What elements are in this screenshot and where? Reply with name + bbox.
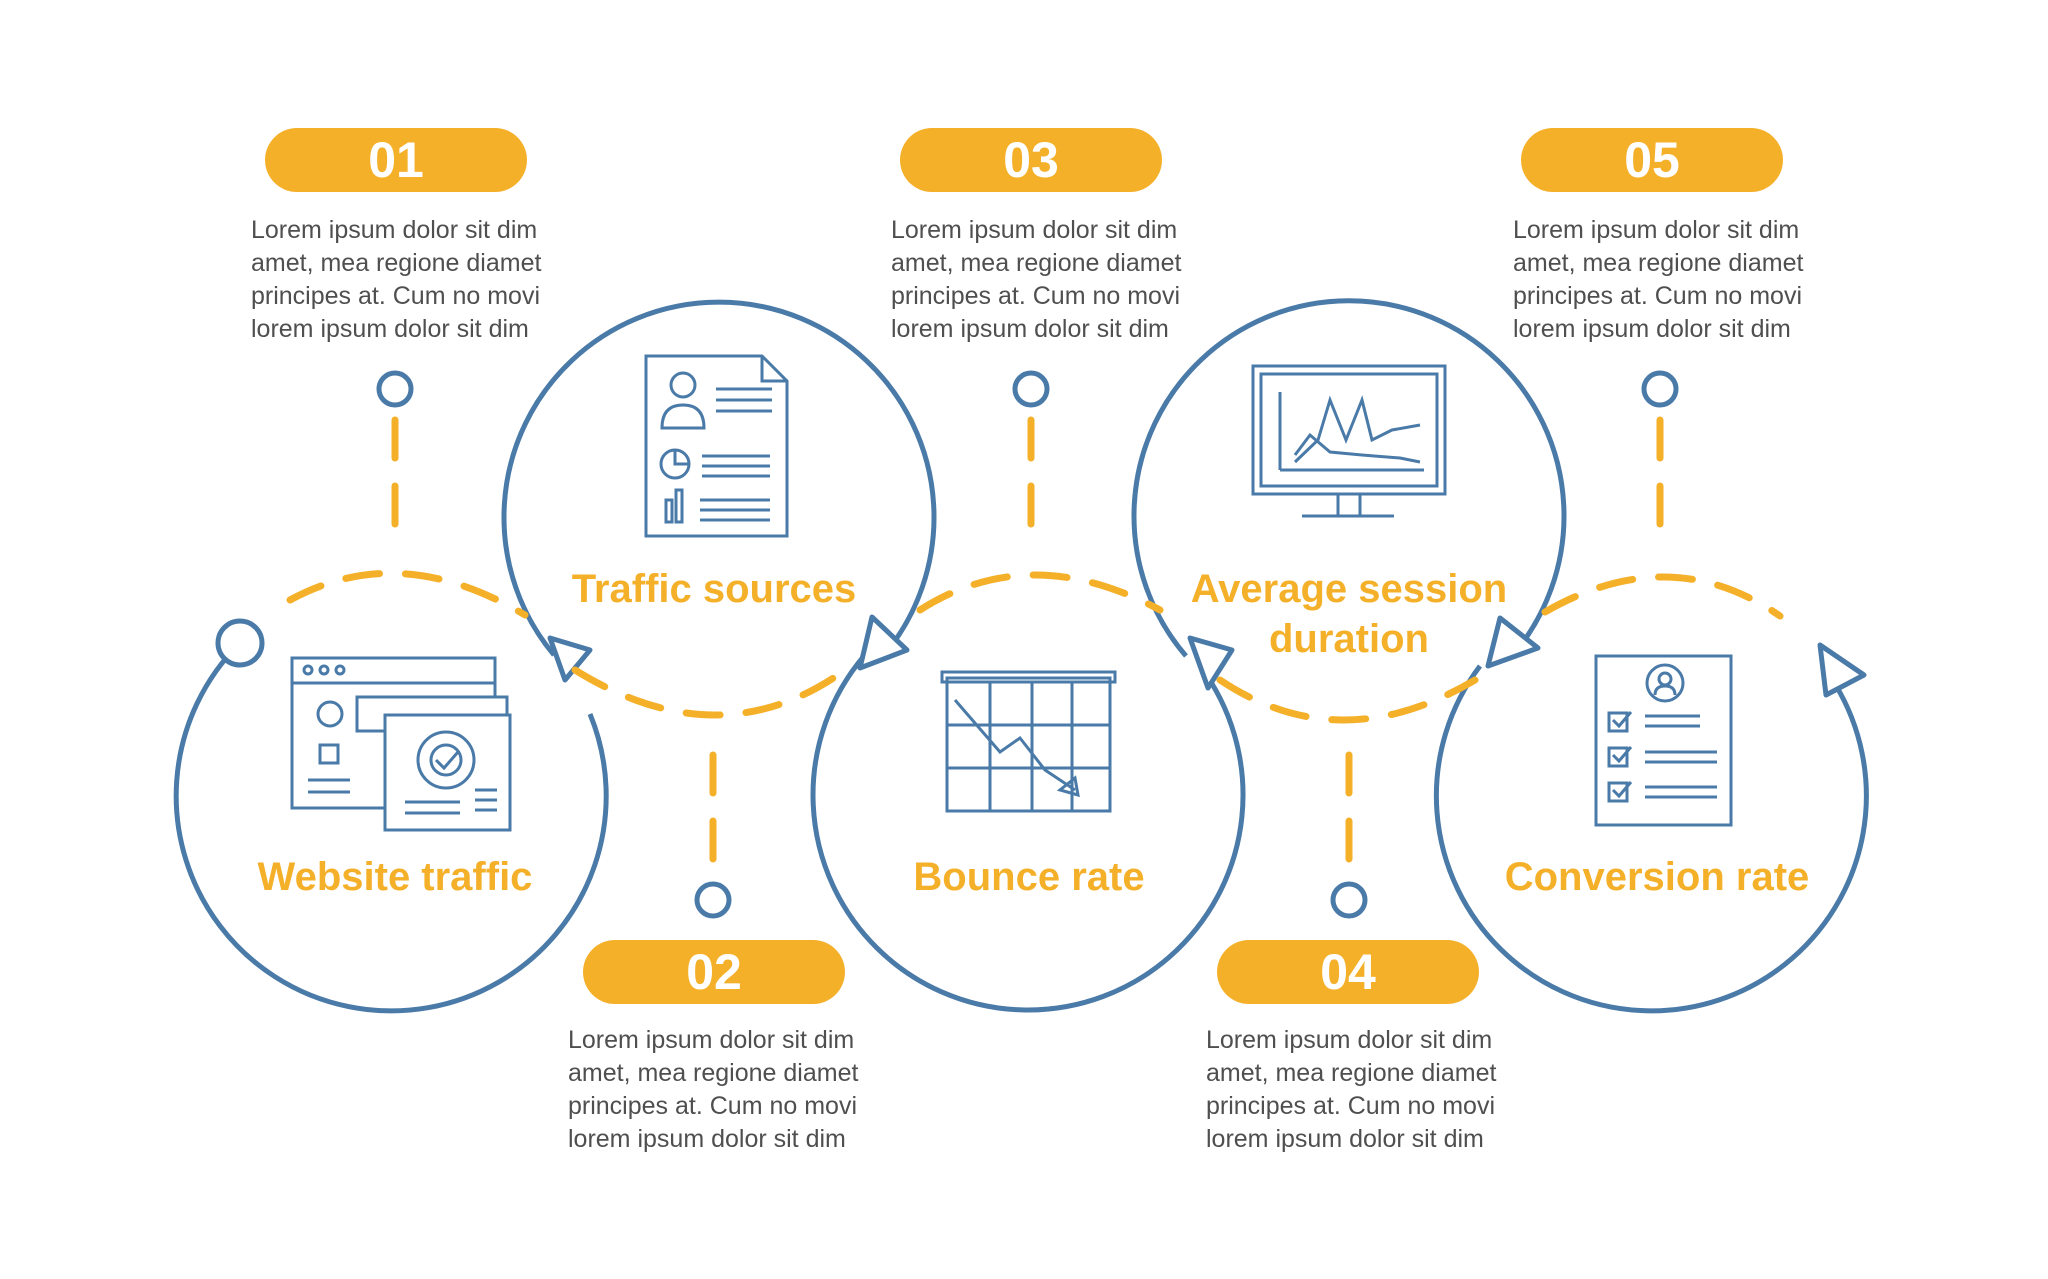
step-title-traffic-sources: Traffic sources [571, 567, 857, 611]
connector-node-1 [376, 370, 414, 408]
arrow-2-icon [857, 614, 910, 671]
browser-analytics-icon [290, 656, 512, 832]
cycle-circle-1 [173, 641, 609, 1014]
dashed-arc-bottom-4 [1216, 676, 1479, 724]
checklist-resume-icon [1594, 654, 1733, 827]
cycle-circle-5 [1433, 664, 1869, 1014]
step-number-05: 05 [1521, 128, 1783, 192]
circle-start-node [215, 618, 265, 668]
cycle-circle-4 [1131, 298, 1567, 658]
declining-chart-icon [940, 670, 1117, 813]
arrow-4-icon [1485, 615, 1541, 669]
connector-node-2 [694, 881, 732, 919]
step-number-03: 03 [900, 128, 1162, 192]
step-title-website-traffic: Website traffic [257, 855, 533, 899]
step-title-line-1: Average session [1190, 567, 1508, 611]
step-number-02: 02 [583, 940, 845, 1004]
cycle-circle-2 [501, 299, 937, 657]
connector-node-4 [1330, 881, 1368, 919]
report-document-icon [644, 354, 789, 538]
dashed-arc-top-5 [1541, 573, 1784, 620]
arrow-3-icon [1187, 635, 1235, 691]
monitor-graph-icon [1251, 364, 1447, 518]
connector-node-3 [1012, 370, 1050, 408]
connector-node-5 [1641, 370, 1679, 408]
arrow-1-icon [547, 635, 593, 683]
step-title-conversion-rate: Conversion rate [1504, 855, 1810, 899]
dashed-arc-top-3 [916, 571, 1164, 614]
dashed-arc-top-1 [286, 569, 529, 619]
step-title-line-2: duration [1269, 617, 1429, 661]
step-title-average-session-duration: Average session duration [1129, 564, 1569, 664]
step-number-01: 01 [265, 128, 527, 192]
arrow-5-icon [1817, 642, 1867, 698]
cycle-circle-3 [810, 654, 1246, 1013]
step-number-04: 04 [1217, 940, 1479, 1004]
step-title-bounce-rate: Bounce rate [913, 855, 1145, 899]
dashed-arc-bottom-2 [571, 666, 849, 719]
